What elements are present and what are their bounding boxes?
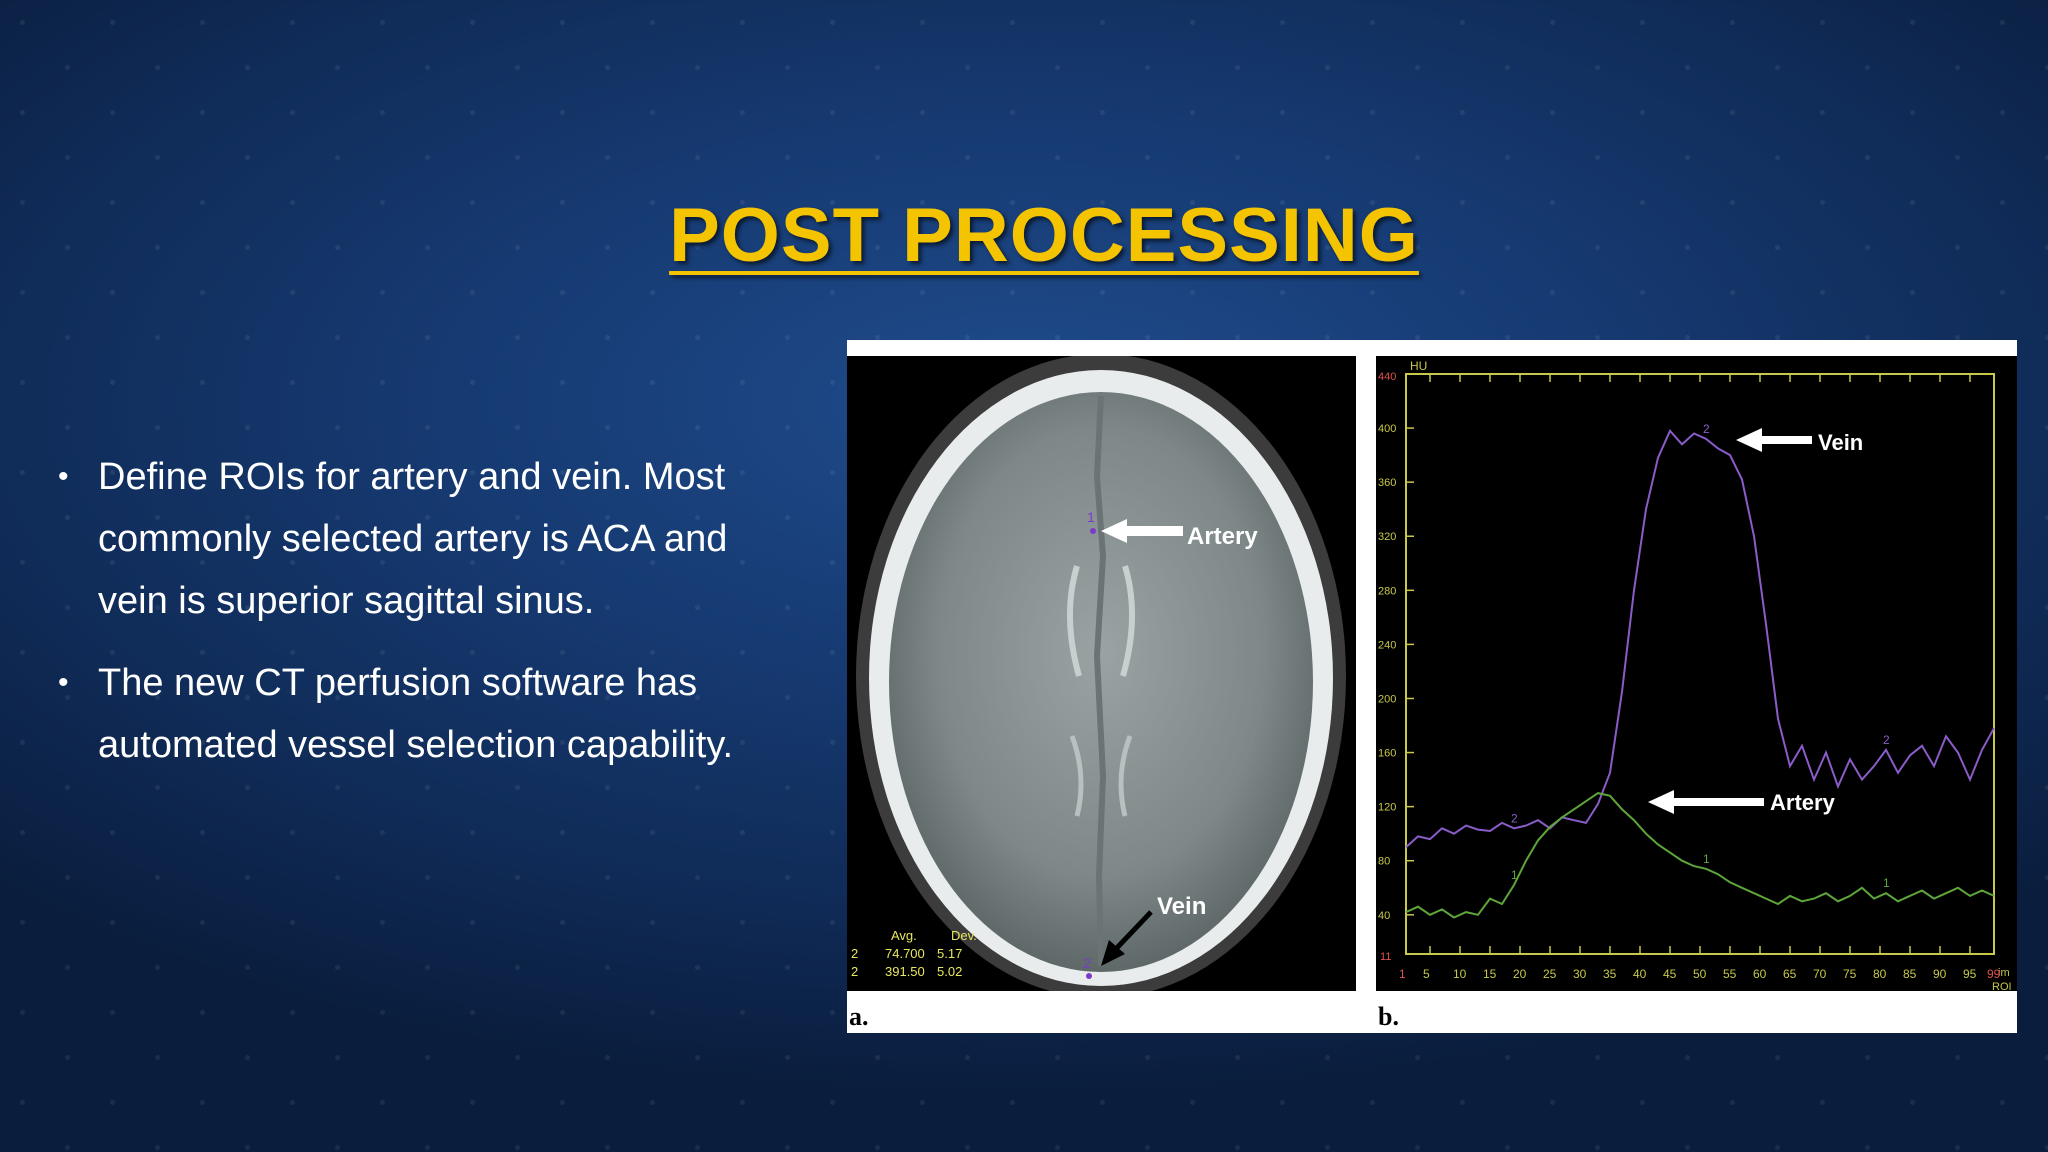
panel-b-letter: b.	[1378, 1002, 1399, 1031]
stats-row-avg: 391.50	[885, 964, 925, 979]
x-tick-label: 25	[1543, 967, 1557, 981]
bullet-dot-icon: •	[58, 666, 69, 699]
artery-label: Artery	[1187, 523, 1258, 550]
x-tick-label: 75	[1843, 967, 1857, 981]
bullet-text: Define ROIs for artery and vein. Most co…	[98, 456, 728, 622]
series-point-marker: 1	[1883, 876, 1890, 890]
x-tick-label: 99	[1987, 967, 2001, 981]
y-tick-label: 280	[1378, 585, 1396, 597]
stats-row-roi: 2	[851, 946, 858, 961]
ct-scan-svg: 1 2 Artery Vein Avg. Dev. 2 74.700 5.17 …	[851, 356, 1346, 991]
y-tick-label: 120	[1378, 802, 1396, 814]
vein-arrow-icon	[1101, 940, 1125, 966]
vein-label: Vein	[1157, 893, 1206, 920]
series-point-marker: 2	[1511, 811, 1518, 825]
bullet-text: The new CT perfusion software has automa…	[98, 662, 734, 766]
vein-curve-label: Vein	[1818, 430, 1863, 455]
roi-label: ROI	[1992, 981, 2012, 991]
bullet-dot-icon: •	[58, 460, 69, 493]
x-tick-label: 60	[1753, 967, 1767, 981]
y-tick-label: 360	[1378, 477, 1396, 489]
series-point-marker: 1	[1703, 852, 1710, 866]
series-point-marker: 1	[1511, 868, 1518, 882]
y-tick-label: 80	[1378, 856, 1390, 868]
y-tick-label: 40	[1378, 910, 1390, 922]
posterior-structures	[1069, 735, 1133, 817]
y-tick-label: 200	[1378, 693, 1396, 705]
x-tick-label: 30	[1573, 967, 1587, 981]
x-tick-label: 65	[1783, 967, 1797, 981]
x-tick-label: 1	[1399, 967, 1406, 981]
vein-curve-arrow-icon	[1736, 428, 1812, 452]
roi-marker-2: 2	[1083, 955, 1091, 971]
bullet-item: • The new CT perfusion software has auto…	[58, 652, 758, 776]
ct-scan-image: 1 2 Artery Vein Avg. Dev. 2 74.700 5.17 …	[847, 356, 1356, 991]
x-tick-label: 45	[1663, 967, 1677, 981]
x-tick-label: 55	[1723, 967, 1737, 981]
bullet-item: • Define ROIs for artery and vein. Most …	[58, 446, 758, 632]
x-unit-label: im	[1998, 967, 2010, 979]
x-tick-label: 10	[1453, 967, 1467, 981]
stats-header-avg: Avg.	[891, 928, 917, 943]
x-tick-label: 20	[1513, 967, 1527, 981]
time-density-svg: HU im ROI 408012016020024028032036040044…	[1378, 359, 2012, 993]
series-line-artery	[1405, 792, 1995, 919]
falx-line	[1093, 395, 1107, 967]
slide-title: POST PROCESSING	[669, 193, 1419, 278]
x-tick-label: 40	[1633, 967, 1647, 981]
bullet-list: • Define ROIs for artery and vein. Most …	[58, 446, 758, 796]
series-point-marker: 2	[1883, 733, 1890, 747]
series-point-marker: 2	[1703, 422, 1710, 436]
y-unit-label: HU	[1410, 359, 1427, 373]
x-tick-label: 90	[1933, 967, 1947, 981]
y-tick-label: 160	[1378, 748, 1396, 760]
x-tick-label: 80	[1873, 967, 1887, 981]
x-tick-label: 70	[1813, 967, 1827, 981]
x-tick-label: 50	[1693, 967, 1707, 981]
y-min-label: 11	[1380, 951, 1391, 963]
x-tick-label: 35	[1603, 967, 1617, 981]
x-tick-label: 15	[1483, 967, 1497, 981]
x-tick-label: 85	[1903, 967, 1917, 981]
roi-artery-marker	[1090, 528, 1096, 534]
stats-row-avg: 74.700	[885, 946, 925, 961]
y-tick-label: 400	[1378, 423, 1396, 435]
roi-stats: Avg. Dev. 2 74.700 5.17 2 391.50 5.02	[851, 928, 977, 979]
x-tick-label: 5	[1423, 967, 1430, 981]
stats-row-dev: 5.17	[937, 946, 962, 961]
ventricle-walls	[1066, 565, 1136, 677]
y-tick-label: 320	[1378, 531, 1396, 543]
artery-arrow-icon	[1101, 519, 1183, 543]
panel-a-letter: a.	[849, 1002, 869, 1031]
stats-header-dev: Dev.	[951, 928, 977, 943]
y-max-label: 440	[1378, 371, 1396, 383]
artery-curve-arrow-icon	[1648, 790, 1764, 814]
vein-arrow-line	[1111, 910, 1153, 954]
artery-curve-label: Artery	[1770, 790, 1836, 815]
series-line-vein	[1405, 428, 1995, 848]
stats-row-roi: 2	[851, 964, 858, 979]
x-tick-label: 95	[1963, 967, 1977, 981]
stats-row-dev: 5.02	[937, 964, 962, 979]
roi-vein-marker	[1086, 973, 1092, 979]
roi-marker-1: 1	[1087, 509, 1095, 525]
y-tick-label: 240	[1378, 639, 1396, 651]
figure-panel: 1 2 Artery Vein Avg. Dev. 2 74.700 5.17 …	[847, 340, 2017, 1033]
